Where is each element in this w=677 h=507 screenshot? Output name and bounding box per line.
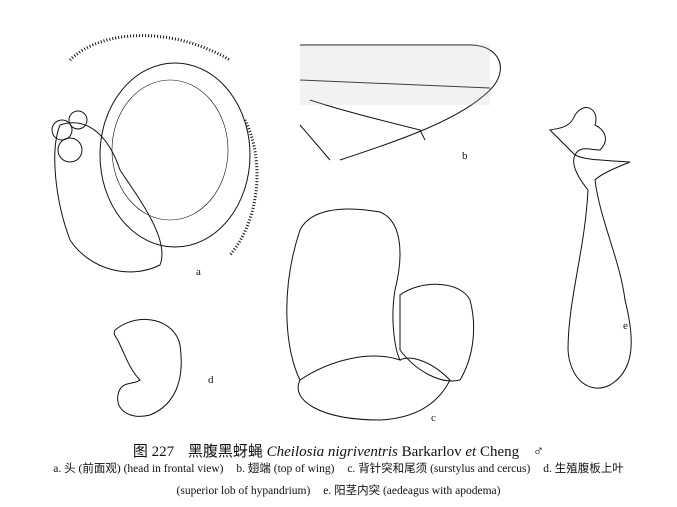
panel-label-b: b	[462, 150, 468, 162]
legend-letter: b.	[236, 463, 246, 475]
legend-zh: 翅端	[247, 463, 271, 475]
legend-line-1: a. 头 (前面观) (head in frontal view) b. 翅端 …	[0, 460, 677, 476]
wing-tip-drawing	[299, 44, 501, 161]
panel-label-d: d	[208, 374, 214, 386]
legend-en: (superior lob of hypandrium)	[176, 485, 311, 497]
chinese-name: 黑腹黑蚜蝇	[187, 444, 263, 460]
panel-label-a: a	[196, 266, 201, 278]
species-name: Cheilosia nigriventris	[266, 444, 398, 460]
figure-caption-title: 图 227 黑腹黑蚜蝇 Cheilosia nigriventris Barka…	[0, 440, 677, 461]
figure-drawings	[51, 34, 632, 421]
author-1: Barkarlov	[401, 444, 462, 460]
superior-lob-hypandrium-drawing	[113, 318, 182, 417]
legend-en: (aedeagus with apodema)	[382, 485, 501, 497]
legend-zh: 头 (前面观)	[64, 463, 121, 475]
legend-en: (head in frontal view)	[123, 463, 224, 475]
legend-zh: 阳茎内突	[334, 485, 381, 497]
legend-letter: a.	[53, 463, 62, 475]
aedeagus-apodema-drawing	[548, 107, 632, 389]
legend-letter: c.	[347, 463, 356, 475]
legend-line-2: (superior lob of hypandrium) e. 阳茎内突 (ae…	[0, 482, 677, 498]
legend-en: (surstylus and cercus)	[430, 463, 531, 475]
figure-number: 图 227	[132, 444, 175, 460]
panel-label-e: e	[623, 320, 628, 332]
legend-en: (top of wing)	[273, 463, 335, 475]
male-symbol: ♂	[532, 444, 545, 460]
et: et	[465, 444, 477, 460]
panel-label-c: c	[431, 412, 436, 424]
legend-zh: 生殖腹板上叶	[554, 463, 624, 475]
author-2: Cheng	[479, 444, 520, 460]
surstylus-cercus-drawing	[286, 208, 475, 421]
legend-letter: d.	[543, 463, 552, 475]
legend-letter: e.	[323, 485, 332, 497]
head-frontal-view-drawing	[51, 34, 259, 273]
legend-zh: 背针突和尾须	[358, 463, 428, 475]
